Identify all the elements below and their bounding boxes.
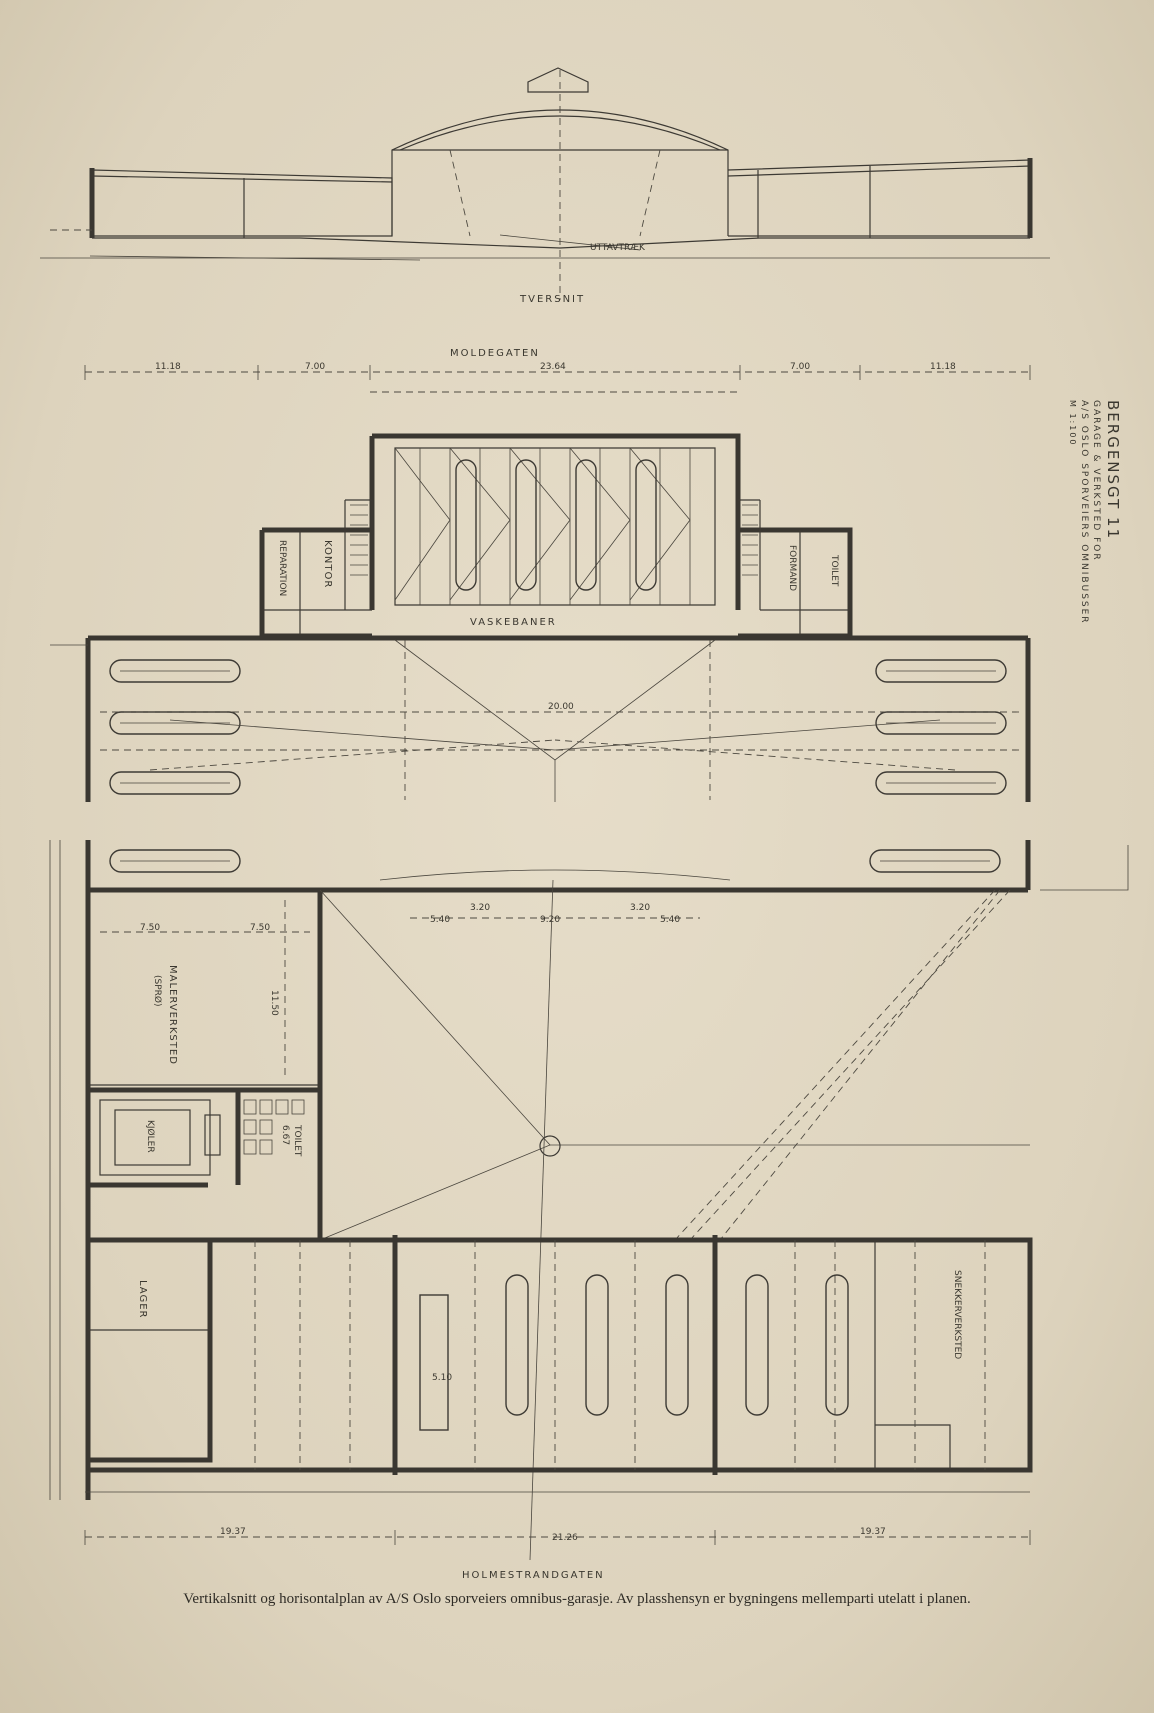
cross-section: TVERSNIT UTTAVTRÆK xyxy=(40,67,1050,305)
dim-lower-d: 3.20 xyxy=(630,903,650,913)
room-paint-shop: MALERVERKSTED xyxy=(167,965,178,1065)
room-toilet2-sub: 6.67 xyxy=(280,1125,290,1145)
title-line-1: BERGENSGT 11 xyxy=(1104,400,1122,540)
street-top-label: MOLDEGATEN xyxy=(450,348,540,359)
dim-lower-mid: 9.20 xyxy=(540,915,560,925)
dim-paint-w1: 7.50 xyxy=(140,923,160,933)
dim-paint-w2: 7.50 xyxy=(250,923,270,933)
section-label: UTTAVTRÆK xyxy=(590,243,646,253)
room-carpentry: SNEKKERVERKSTED xyxy=(952,1270,962,1359)
room-washing: VASKEBANER xyxy=(470,617,557,628)
room-rest: REPARATION xyxy=(277,540,287,596)
room-warehouse: LAGER xyxy=(137,1280,148,1318)
lower-plan: 5.40 9.20 5.40 3.20 3.20 7.50 7.50 11.50… xyxy=(49,840,1129,1581)
dim-bottom-mid: 21.26 xyxy=(552,1533,578,1543)
dim-top-mid-right: 7.00 xyxy=(790,362,810,372)
room-office: KONTOR xyxy=(322,540,333,588)
svg-text:TVERSNIT: TVERSNIT xyxy=(519,294,585,305)
section-title: TVERSNIT xyxy=(519,294,585,305)
dim-lower-b: 5.40 xyxy=(660,915,680,925)
dim-bay: 5.10 xyxy=(432,1373,452,1383)
dim-bottom-right: 19.37 xyxy=(860,1527,886,1537)
dim-lower-a: 5.40 xyxy=(430,915,450,925)
room-toilet2: TOILET xyxy=(292,1124,302,1157)
title-line-4: M 1:100 xyxy=(1068,400,1077,447)
upper-plan: MOLDEGATEN 11.18 7.00 23.64 7.00 11.18 V… xyxy=(50,348,1031,802)
street-bottom-label: HOLMESTRANDGATEN xyxy=(462,1570,605,1581)
title-block: BERGENSGT 11 GARAGE & VERKSTED FOR A/S O… xyxy=(1068,400,1122,625)
dim-span: 20.00 xyxy=(548,702,574,712)
dim-top-right: 11.18 xyxy=(930,362,956,372)
room-foreman: FORMAND xyxy=(787,545,797,591)
title-line-3: A/S OSLO SPORVEIERS OMNIBUSSER xyxy=(1079,400,1089,625)
room-cellar: KJØLER xyxy=(145,1120,156,1153)
figure-caption: Vertikalsnitt og horisontalplan av A/S O… xyxy=(183,1591,971,1607)
title-line-2: GARAGE & VERKSTED FOR xyxy=(1091,400,1101,562)
room-paint-shop-sub: (SPRØ) xyxy=(152,975,163,1007)
dim-top-mid-left: 7.00 xyxy=(305,362,325,372)
dim-top-total: 23.64 xyxy=(540,362,566,372)
dim-paint-h: 11.50 xyxy=(269,990,279,1016)
room-toilet: TOILET xyxy=(829,554,839,587)
dim-bottom-left: 19.37 xyxy=(220,1527,246,1537)
dim-lower-c: 3.20 xyxy=(470,903,490,913)
dim-top-left: 11.18 xyxy=(155,362,181,372)
